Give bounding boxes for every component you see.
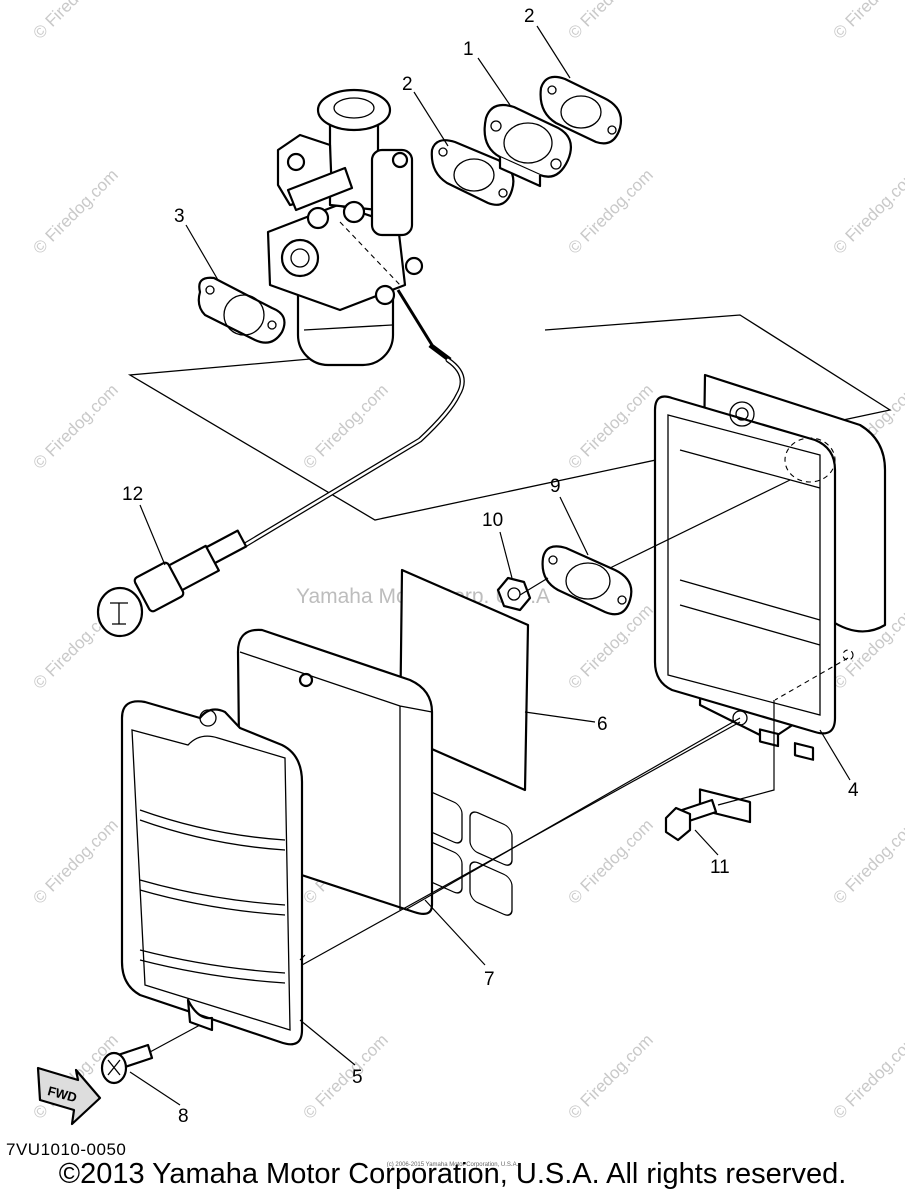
- callout-10: 10: [482, 510, 503, 531]
- watermark: © Firedog.com: [29, 815, 121, 907]
- callout-leaders: [129, 25, 851, 1106]
- watermark: © Firedog.com: [829, 165, 905, 257]
- watermark: © Firedog.com: [29, 380, 121, 472]
- watermark: © Firedog.com: [29, 0, 121, 43]
- watermark: © Firedog.com: [564, 380, 656, 472]
- watermark: © Firedog.com: [829, 0, 905, 43]
- gasket-9: [541, 545, 633, 616]
- fwd-arrow-icon: FWD: [36, 1066, 102, 1126]
- nut-10: [496, 576, 532, 612]
- callout-1: 1: [463, 39, 474, 60]
- gasket-3: [197, 276, 286, 344]
- fwd-label: FWD: [46, 1083, 78, 1105]
- callout-8: 8: [178, 1106, 189, 1127]
- callout-2: 2: [524, 6, 535, 27]
- watermark: © Firedog.com: [564, 165, 656, 257]
- watermark: © Firedog.com: [299, 380, 391, 472]
- callout-12: 12: [122, 484, 143, 505]
- watermark: © Firedog.com: [829, 1030, 905, 1122]
- choke-cable: [96, 221, 465, 638]
- callout-2: 2: [402, 74, 413, 95]
- bolt-8: [100, 1043, 154, 1085]
- callout-numbers: 1 2 2 3 4 5 6 7 8 9 10 11 12: [122, 6, 859, 1127]
- diagram-code: 7VU1010-0050: [6, 1140, 127, 1159]
- carburetor: [266, 88, 424, 367]
- watermark: © Firedog.com: [564, 1030, 656, 1122]
- gasket-2-left: [430, 139, 515, 206]
- insulator-1: [483, 103, 572, 188]
- air-filter-cover-5: [120, 700, 304, 1046]
- air-filter-case-4: [653, 373, 887, 824]
- watermark: © Firedog.com: [299, 1030, 391, 1122]
- small-copyright: (c) 2006-2015 Yamaha Motor Corporation, …: [386, 1162, 519, 1168]
- watermark: © Firedog.com: [564, 815, 656, 907]
- watermark: © Firedog.com: [829, 815, 905, 907]
- callout-5: 5: [352, 1067, 363, 1088]
- copyright-notice: ©2013 Yamaha Motor Corporation, U.S.A. A…: [58, 1158, 847, 1190]
- callout-6: 6: [597, 714, 608, 735]
- watermark: © Firedog.com: [29, 165, 121, 257]
- callout-11: 11: [710, 857, 730, 878]
- callout-3: 3: [174, 206, 185, 227]
- callout-4: 4: [848, 780, 859, 801]
- callout-7: 7: [484, 969, 495, 990]
- callout-9: 9: [550, 476, 561, 497]
- watermark: © Firedog.com: [564, 0, 656, 43]
- gasket-2-right: [539, 75, 622, 145]
- reference-plane-outline: [127, 314, 892, 521]
- alignment-lines: [149, 479, 849, 1053]
- bolt-11: [664, 798, 718, 842]
